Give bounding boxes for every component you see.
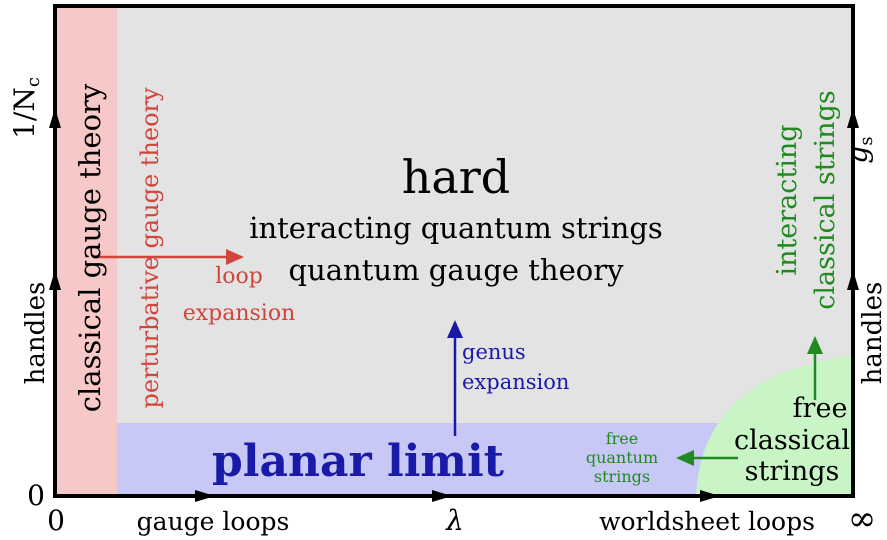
frame xyxy=(53,4,855,498)
right-axis-arrow-mid xyxy=(847,270,859,290)
green-up-arrowhead xyxy=(807,336,823,354)
hard-label: hard xyxy=(402,150,511,204)
svg-text:1/Nc: 1/Nc xyxy=(8,77,44,139)
left-axis-arrow-top xyxy=(49,108,61,128)
left-axis-top-label: 1/Nc xyxy=(8,77,44,139)
bottom-axis-zero-label: 0 xyxy=(47,504,65,537)
bottom-axis-arrow-gauge xyxy=(195,490,215,502)
interacting-quantum-strings-label: interacting quantum strings xyxy=(249,211,663,245)
planar-limit-label: planar limit xyxy=(212,436,505,487)
left-axis-zero-label: 0 xyxy=(27,479,45,512)
perturbative-gauge-theory-label: perturbative gauge theory xyxy=(136,87,164,409)
free-classical-label-1: free xyxy=(793,393,848,424)
quantum-gauge-theory-label: quantum gauge theory xyxy=(289,253,625,287)
classical-gauge-theory-label: classical gauge theory xyxy=(73,83,107,412)
genus-label: genus xyxy=(462,340,526,364)
right-axis-handles-label: handles xyxy=(858,282,887,385)
bottom-axis-infinity-label: ∞ xyxy=(848,499,876,539)
green-left-arrowhead xyxy=(676,450,694,466)
svg-text:gs: gs xyxy=(841,136,877,163)
genus-expansion-label: expansion xyxy=(462,370,569,394)
right-axis-arrow-top xyxy=(847,108,859,128)
free-classical-label-2: classical xyxy=(734,425,850,456)
free-quantum-label-2: quantum xyxy=(586,448,658,467)
bottom-axis-gauge-loops-label: gauge loops xyxy=(137,507,290,536)
classical-strings-label: classical strings xyxy=(810,90,841,309)
genus-expansion-arrowhead xyxy=(447,320,463,338)
left-axis-handles-label: handles xyxy=(21,282,51,385)
loop-expansion-arrowhead xyxy=(226,249,244,265)
loop-label: loop xyxy=(215,264,263,289)
bottom-axis-worldsheet-loops-label: worldsheet loops xyxy=(599,507,815,536)
interacting-label: interacting xyxy=(772,124,803,275)
free-quantum-label-1: free xyxy=(606,429,639,448)
bottom-axis-lambda-label: λ xyxy=(445,504,464,537)
free-quantum-label-3: strings xyxy=(594,467,650,486)
free-classical-label-3: strings xyxy=(745,456,840,487)
left-axis-arrow-mid xyxy=(49,270,61,290)
bottom-axis-arrow-lambda xyxy=(432,490,452,502)
loop-expansion-label: expansion xyxy=(183,301,296,326)
bottom-axis-arrow-worldsheet xyxy=(700,490,720,502)
red-classical-band xyxy=(55,6,117,496)
right-axis-top-label: gs xyxy=(841,136,877,163)
